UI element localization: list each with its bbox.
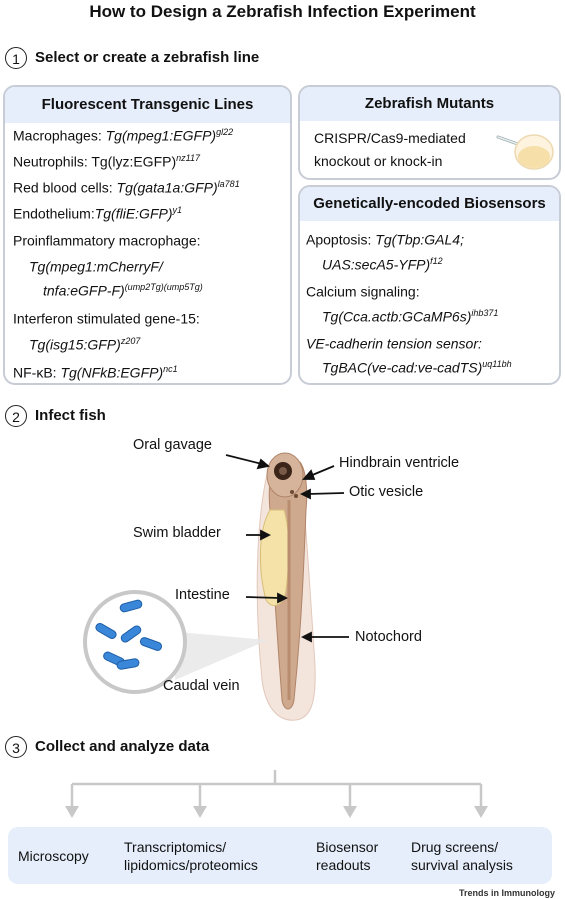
label-hindbrain-ventricle: Hindbrain ventricle [339,455,460,471]
tg-row: Proinflammatory macrophage: [13,232,201,249]
tg-line-name: Tg(fliE:GFP) [94,205,173,222]
tg-row: Macrophages: Tg(mpeg1:EGFP)gl22 [13,127,233,144]
tg-row: Interferon stimulated gene-15: [13,310,200,327]
tg-line-name: Tg(gata1a:GFP) [116,179,218,196]
bs-line-name: UAS:secA5-YFP) [322,256,431,273]
biosensors-header: Genetically-encoded Biosensors [300,187,559,221]
bs-label: Calcium signaling: [306,283,420,300]
tg-row: Red blood cells: Tg(gata1a:GFP)la781 [13,179,240,196]
tg-allele: nz117 [176,153,200,163]
biosensors-box: Genetically-encoded Biosensors Apoptosis… [298,185,561,385]
mutants-line-1: CRISPR/Cas9-mediated [314,130,466,146]
journal-footer: Trends in Immunology [458,888,555,898]
tg-allele: la781 [217,179,240,189]
output-omics-line-1: Transcriptomics/ [124,839,227,855]
tg-row: Neutrophils: Tg(lyz:EGFP)nz117 [13,153,200,170]
step-1-title: Select or create a zebrafish line [35,49,260,66]
tg-row: Tg(isg15:GFP)z207 [29,336,140,353]
transgenic-lines-box: Fluorescent Transgenic Lines Macrophages… [3,85,292,385]
label-intestine: Intestine [175,587,230,603]
bs-allele: f12 [430,256,443,266]
tg-line-name: tnfa:eGFP-F) [43,282,125,299]
step-2-number: 2 [5,405,27,427]
outputs-box [8,827,552,884]
output-drug-line-1: Drug screens/ [411,839,499,855]
bs-row: Calcium signaling: [306,283,420,300]
transgenic-lines-header: Fluorescent Transgenic Lines [5,87,290,123]
bs-row: Tg(Cca.actb:GCaMP6s)ihb371 [322,308,498,325]
bs-allele: uq11bh [482,359,512,369]
tg-label: Proinflammatory macrophage: [13,232,201,249]
label-caudal-vein: Caudal vein [163,678,240,694]
step-2-title: Infect fish [35,407,106,424]
tg-allele: gl22 [216,127,234,137]
step-3-title: Collect and analyze data [35,738,210,755]
bacteria-magnification [83,590,187,694]
mutants-header: Zebrafish Mutants [300,87,559,121]
bs-line-name: Tg(Cca.actb:GCaMP6s) [322,308,472,325]
tg-label: Red blood cells: [13,179,117,196]
label-notochord: Notochord [355,629,422,645]
bs-line-name: TgBAC(ve-cad:ve-cadTS) [322,359,483,376]
bs-line-name: VE-cadherin tension sensor: [306,335,482,352]
output-microscopy: Microscopy [18,848,89,864]
tg-line-name: Tg(NFkB:EGFP) [60,364,164,381]
tg-allele: (ump2Tg)(ump5Tg) [124,282,203,292]
label-oral-gavage: Oral gavage [133,437,212,453]
mutants-box: Zebrafish Mutants CRISPR/Cas9-mediated k… [298,85,561,180]
label-otic-vesicle: Otic vesicle [349,484,424,500]
bs-line-name: Tg(Tbp:GAL4; [375,231,464,248]
figure-title: How to Design a Zebrafish Infection Expe… [89,2,476,21]
mutants-line-2: knockout or knock-in [314,153,443,169]
bs-row: TgBAC(ve-cad:ve-cadTS)uq11bh [322,359,512,376]
embryo-injection-icon [496,134,554,170]
tg-label: Interferon stimulated gene-15: [13,310,200,327]
tg-label: Macrophages: [13,127,106,144]
tg-row: Tg(mpeg1:mCherryF/ [29,258,163,275]
bs-row: VE-cadherin tension sensor: [306,335,482,352]
tg-row: NF-κB: Tg(NFkB:EGFP)nc1 [13,364,178,381]
bs-allele: ihb371 [471,308,499,318]
output-biosensor-line-2: readouts [316,857,371,873]
output-connector [65,770,488,818]
output-omics-line-2: lipidomics/proteomics [124,857,258,873]
tg-allele: z207 [120,336,141,346]
tg-label: NF-κB: [13,364,61,381]
tg-line-name: Tg(mpeg1:mCherryF/ [29,258,163,275]
tg-label: Endothelium: [13,205,95,222]
bs-label: Apoptosis: [306,231,376,248]
label-swim-bladder: Swim bladder [133,525,221,541]
bs-row: Apoptosis: Tg(Tbp:GAL4; [306,231,464,248]
step-3-number: 3 [5,736,27,758]
tg-line-name: Tg(mpeg1:EGFP) [105,127,217,144]
bs-row: UAS:secA5-YFP)f12 [322,256,443,273]
tg-row: tnfa:eGFP-F)(ump2Tg)(ump5Tg) [43,282,203,299]
tg-row: Endothelium:Tg(fliE:GFP)y1 [13,205,182,222]
tg-line-name: Tg(isg15:GFP) [29,336,121,353]
tg-label: Neutrophils: Tg(lyz:EGFP) [13,153,177,170]
tg-allele: nc1 [163,364,178,374]
output-biosensor-line-1: Biosensor [316,839,379,855]
tg-allele: y1 [172,205,183,215]
step-1-number: 1 [5,47,27,69]
output-drug-line-2: survival analysis [411,857,513,873]
zebrafish-larva-illustration [83,452,349,721]
